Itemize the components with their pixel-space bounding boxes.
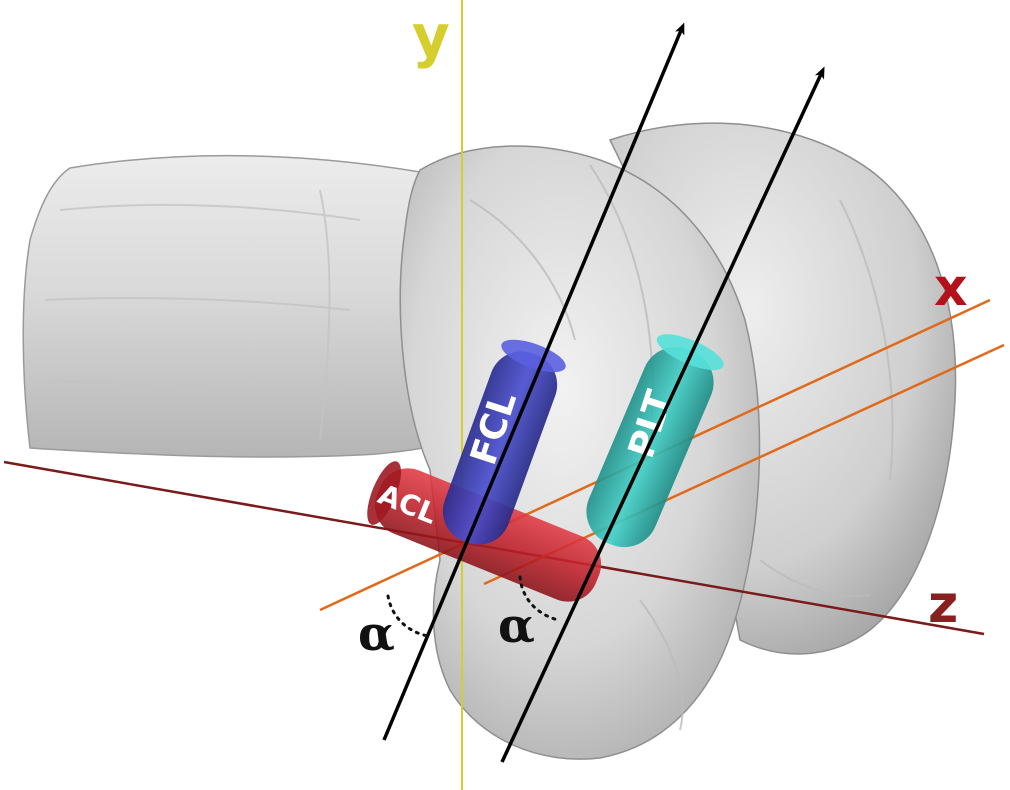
angle-arc-left xyxy=(386,594,430,638)
angle-markers: α α xyxy=(358,575,560,662)
ligament-fcl xyxy=(442,339,566,545)
y-axis-label: y xyxy=(412,2,450,70)
fcl-cylinder xyxy=(442,351,558,545)
angle-arc-right xyxy=(518,575,560,622)
angle-label-left: α xyxy=(358,606,395,662)
angle-label-right: α xyxy=(498,598,535,654)
shaft-texture xyxy=(44,189,361,441)
plt-direction-arrow xyxy=(500,66,825,763)
ligament-direction-arrows xyxy=(382,22,825,763)
fcl-cylinder-top xyxy=(501,339,566,373)
fcl-direction-arrow xyxy=(382,22,685,741)
acl-cylinder-end xyxy=(367,461,402,525)
x-axis-label: x xyxy=(934,258,968,318)
z-axis-label: z xyxy=(928,575,958,635)
femur-condyle-anterior xyxy=(399,145,761,760)
femur-shaft xyxy=(22,154,531,458)
